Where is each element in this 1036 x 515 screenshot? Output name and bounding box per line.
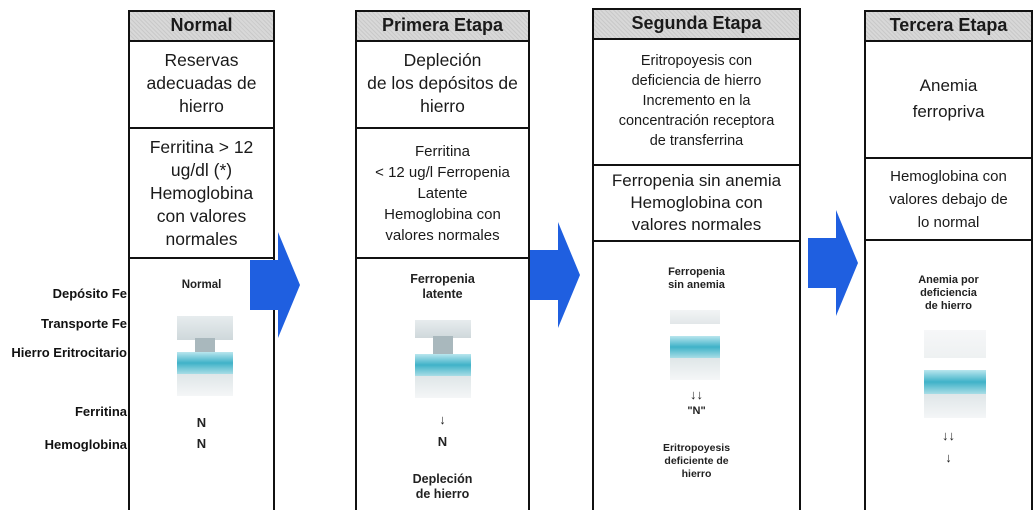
iron-compartment-figure xyxy=(177,316,233,402)
row-label-transporte: Transporte Fe xyxy=(41,316,127,331)
stage-title: Primera Etapa xyxy=(357,10,528,42)
bottom-label: Depleción de hierro xyxy=(412,472,473,501)
transition-arrow-1 xyxy=(250,232,300,338)
figure-label: Ferropenia latente xyxy=(410,272,475,301)
hemoglobina-mark: "N" xyxy=(687,405,706,417)
stage-description: Eritropoyesis con deficiencia de hierro … xyxy=(594,38,799,166)
stage-lab-values: Hemoglobina con valores debajo de lo nor… xyxy=(866,159,1031,241)
stage-title: Segunda Etapa xyxy=(594,8,799,40)
stage-title: Normal xyxy=(130,10,273,42)
stage-lab-values: Ferropenia sin anemia Hemoglobina con va… xyxy=(594,166,799,242)
ferritina-mark: ↓↓ xyxy=(690,387,703,402)
figure-label: Ferropenia sin anemia xyxy=(668,266,725,291)
figure-label: Anemia por deficiencia de hierro xyxy=(918,274,979,312)
figure-label: Normal xyxy=(181,279,222,291)
stage-lab-values: Ferritina < 12 ug/l Ferropenia Latente H… xyxy=(357,129,528,259)
stage-lab-values: Ferritina > 12 ug/dl (*) Hemoglobina con… xyxy=(130,129,273,259)
row-label-ferritina: Ferritina xyxy=(74,404,127,419)
row-label-hierro-eritrocitario: Hierro Eritrocitario xyxy=(11,345,127,360)
iron-compartment-figure xyxy=(924,330,986,418)
transition-arrow-3 xyxy=(808,210,858,316)
ferritina-mark: ↓ xyxy=(439,412,446,427)
stage-segunda-etapa: Segunda Etapa Eritropoyesis con deficien… xyxy=(592,8,801,510)
hemoglobina-mark: N xyxy=(196,436,207,451)
stage-tercera-etapa: Tercera Etapa Anemia ferropriva Hemoglob… xyxy=(864,10,1033,510)
iron-compartment-figure xyxy=(670,310,720,380)
stage-description: Depleción de los depósitos de hierro xyxy=(357,40,528,129)
row-label-deposito: Depósito Fe xyxy=(52,286,127,301)
stage-primera-etapa: Primera Etapa Depleción de los depósitos… xyxy=(355,10,530,510)
bottom-label: Eritropoyesis deficiente de hierro xyxy=(662,442,731,480)
hemoglobina-mark: ↓ xyxy=(945,450,952,465)
transition-arrow-2 xyxy=(530,222,580,328)
hemoglobina-mark: N xyxy=(437,434,448,449)
row-label-hemoglobina: Hemoglobina xyxy=(44,437,127,452)
stage-description: Anemia ferropriva xyxy=(866,40,1031,159)
stage-description: Reservas adecuadas de hierro xyxy=(130,40,273,129)
stage-normal: Normal Reservas adecuadas de hierro Ferr… xyxy=(128,10,275,510)
iron-compartment-figure xyxy=(415,320,471,398)
ferritina-mark: N xyxy=(196,415,207,430)
ferritina-mark: ↓↓ xyxy=(942,428,955,443)
stage-title: Tercera Etapa xyxy=(866,10,1031,42)
